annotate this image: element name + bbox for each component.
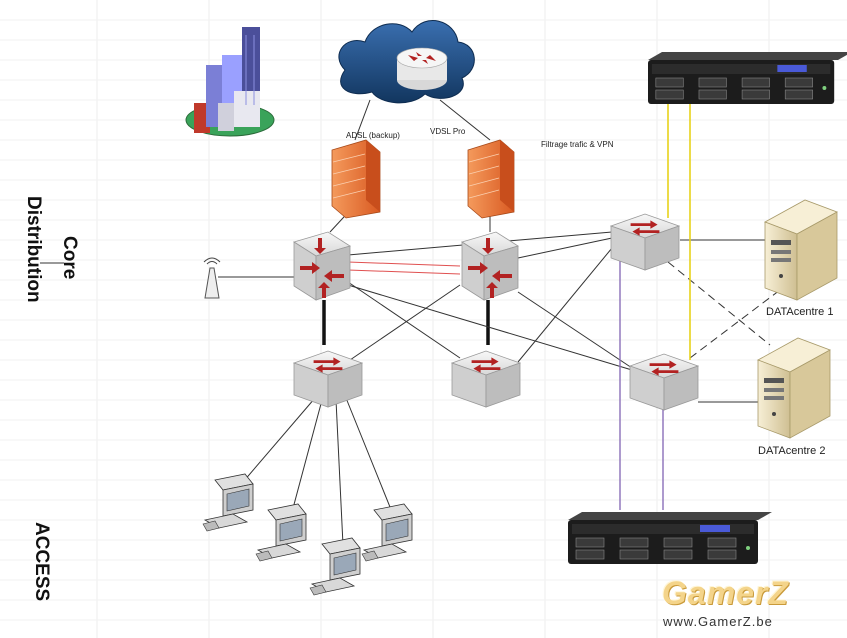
internet-cloud-icon [338, 20, 475, 104]
workstation-1-icon [202, 473, 254, 532]
city-buildings-icon [185, 27, 275, 137]
link-dist1-pc2 [291, 399, 323, 513]
layer-core-label: Core [59, 236, 80, 280]
layer-access-label: ACCESS [31, 522, 52, 602]
wireless-access-point-icon [203, 257, 221, 299]
link-dist1-pc4 [345, 397, 393, 513]
watermark-logo: GamerZ [662, 575, 789, 611]
core-switch-2-icon [461, 231, 519, 301]
link-core-red-2 [347, 269, 461, 275]
router-icon [396, 47, 448, 90]
workstation-2-icon [255, 503, 307, 562]
link-dist1-pc3 [335, 399, 344, 546]
link-sw3-dist2 [517, 247, 613, 363]
server-datacentre-1-icon [764, 199, 838, 301]
link-core1-dist2 [347, 281, 461, 359]
link-core1-sw4 [347, 284, 633, 371]
firewall-vdsl-icon [467, 139, 515, 219]
link-core-red-1 [347, 261, 461, 267]
workstation-3-icon [309, 537, 361, 596]
core-switch-1-icon [293, 231, 351, 301]
link-sw4-dc1-dashed [689, 289, 781, 359]
datacentre-switch-2-icon [628, 353, 700, 411]
firewall-adsl-icon [331, 139, 381, 219]
datacentre-switch-1-icon [609, 213, 681, 271]
link-sw3-dc2-dashed [667, 261, 771, 346]
workstation-4-icon [361, 503, 413, 562]
nas-storage-bottom-icon [567, 512, 772, 565]
datacentre-2-label: DATAcentre 2 [758, 445, 826, 457]
distribution-switch-1-icon [292, 350, 364, 408]
datacentre-1-label: DATAcentre 1 [766, 306, 834, 318]
link-core2-sw3 [517, 237, 613, 259]
link-dist1-pc1 [242, 397, 316, 483]
link-core2-dist1 [349, 284, 461, 361]
watermark-url: www.GamerZ.be [663, 614, 773, 629]
link-core2-sw4 [517, 291, 633, 369]
adsl-backup-label: ADSL (backup) [346, 131, 400, 140]
vdsl-pro-label: VDSL Pro [430, 127, 466, 136]
filtrage-label: Filtrage trafic & VPN [541, 140, 614, 149]
distribution-switch-2-icon [450, 350, 522, 408]
link-cloud-fw1 [354, 99, 371, 141]
links [218, 99, 781, 546]
server-datacentre-2-icon [757, 337, 831, 439]
layer-distribution-label: Distribution [23, 196, 44, 303]
link-cloud-fw2 [439, 99, 491, 141]
nas-storage-top-icon [647, 52, 847, 105]
